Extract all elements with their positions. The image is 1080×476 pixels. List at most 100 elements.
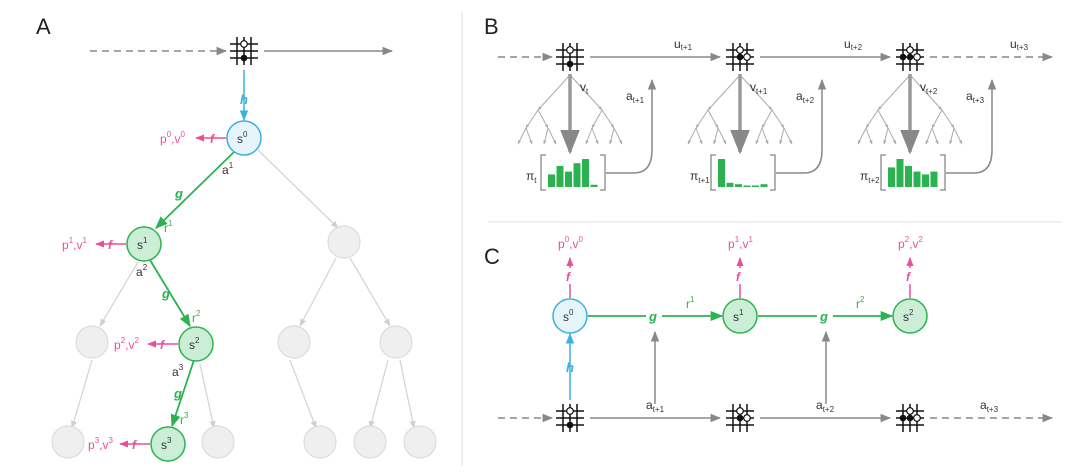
f-label-c2: f [906,270,911,284]
policy-bar [718,159,725,187]
tree-node [353,425,387,459]
action-a2-label: a2 [136,263,148,279]
policy-bar [922,174,929,187]
tree-node [403,425,437,459]
policy-bar [590,184,598,187]
g-label-c2: g [819,309,828,324]
tree-node [277,325,311,359]
policy-bar [726,182,734,187]
output-label-c2: p2,v2 [898,235,923,251]
pi-label-2: πt+1 [690,169,710,185]
g-arrow-3 [170,359,195,428]
tree-node [379,325,413,359]
a-label-c1: at+1 [646,398,665,414]
reward-r2-label: r2 [192,309,201,325]
panel-c: at+1 at+2 at+3 h g g r1 r2 s0 s1 s2 f f [498,235,1054,433]
tree-node [303,425,337,459]
go-board-icon [229,36,259,66]
policy-bar [752,185,759,187]
policy-bar [896,159,904,187]
policy-bar [930,171,938,187]
policy-bar [565,171,572,187]
state-s3-label: s3 [161,436,172,452]
f-label-c1: f [736,270,741,284]
tree-node [201,425,235,459]
policy-bracket-right [770,154,776,191]
policy-bar [743,185,751,187]
panel-a: h s0 [51,36,437,462]
state-s0-label-c: s0 [563,308,574,324]
go-board-icon [895,403,925,433]
g-label-2: g [161,286,170,301]
f-label-1: f [108,238,113,252]
go-board-icon [895,42,925,72]
policy-bracket-right [600,154,606,191]
policy-bars [718,159,768,187]
h-label-c: h [566,360,574,375]
policy-bar [905,166,912,187]
state-s0-node-c [552,298,588,334]
state-s1-label: s1 [137,236,148,252]
f-label-2: f [160,338,165,352]
output-2-label: p2,v2 [114,336,139,352]
g-arrow-1 [155,151,235,229]
output-3-label: p3,v3 [88,436,113,452]
state-s2-label-c: s2 [903,308,914,324]
policy-bar [548,174,555,187]
a-label-c2: at+2 [816,398,835,414]
state-s2-node [178,326,214,362]
reward-label-c1: r1 [686,295,695,311]
panel-letter-b: B [484,14,499,39]
go-board-icon [725,42,755,72]
state-s0-node [226,120,262,156]
output-label-c0: p0,v0 [558,235,583,251]
tree-node [75,325,109,359]
tree-node [51,425,85,459]
policy-bar [913,171,921,187]
action-curve [606,78,657,174]
policy-bar [582,159,589,187]
g-arrow-2 [149,259,191,328]
state-s1-label-c: s1 [733,308,744,324]
policy-bar [760,184,768,187]
h-label: h [240,92,248,107]
output-label-c1: p1,v1 [728,235,753,251]
output-0-label: p0,v0 [160,130,185,146]
reward-r1-label: r1 [164,219,173,235]
f-label-3: f [132,438,137,452]
action-a3-label: a3 [172,363,184,379]
state-s3-node [150,426,186,462]
g-label-3: g [173,386,182,401]
g-label-1: g [174,186,183,201]
policy-bar [888,167,895,187]
policy-bar [735,184,742,187]
panel-letter-c: C [484,244,500,269]
pi-label-1: πt [526,169,537,185]
panel-letter-a: A [36,14,51,39]
v-label-3: vt+2 [920,80,938,96]
g-label-c1: g [648,309,657,324]
action-a1-label: a1 [222,161,234,177]
action-curve [946,78,997,174]
policy-bar [573,163,581,187]
a-label-c3: at+3 [980,398,999,414]
f-label-0: f [210,132,215,146]
u-label-3: ut+3 [1010,37,1029,52]
u-label-1: ut+1 [674,37,693,52]
policy-bar [556,166,564,187]
go-board-icon [725,403,755,433]
u-label-2: ut+2 [844,37,863,52]
reward-r3-label: r3 [180,411,189,427]
state-s2-label: s2 [189,336,200,352]
policy-bracket-left [540,154,546,191]
go-board-icon [555,403,585,433]
policy-bracket-right [940,154,946,191]
panel-b: ut+1 ut+2 ut+3 [498,37,1054,191]
policy-bars [888,159,938,187]
tree-node [327,225,361,259]
action-curve [776,78,827,174]
go-board-icon [555,42,585,72]
policy-bracket-left [710,154,716,191]
v-label-1: vt [580,80,589,96]
